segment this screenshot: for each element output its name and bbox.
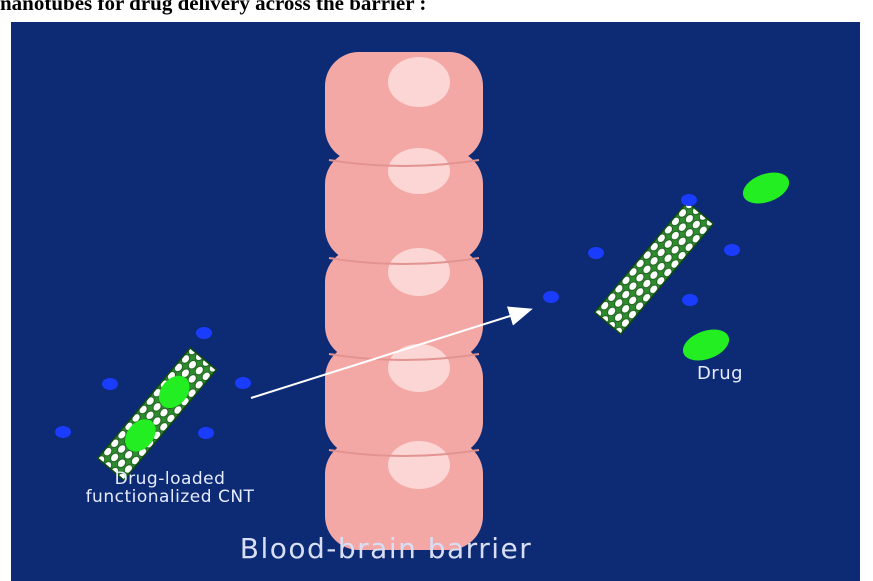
barrier-label: Blood-brain barrier — [201, 534, 571, 563]
barrier-column — [325, 52, 483, 550]
cnt-label: Drug-loaded functionalized CNT — [45, 471, 295, 507]
diagram-panel: Drug-loaded functionalized CNT Drug Bloo… — [11, 22, 860, 581]
drug-molecule-released — [679, 324, 734, 367]
barrier-cell — [325, 52, 483, 162]
figure-caption: nanotubes for drug delivery across the b… — [0, 0, 426, 16]
loaded-nanotube — [98, 348, 217, 480]
cnt-label-line2: functionalized CNT — [45, 489, 295, 507]
drug-label: Drug — [675, 365, 765, 384]
drug-molecule-released — [739, 167, 794, 210]
released-nanotube — [595, 202, 714, 334]
